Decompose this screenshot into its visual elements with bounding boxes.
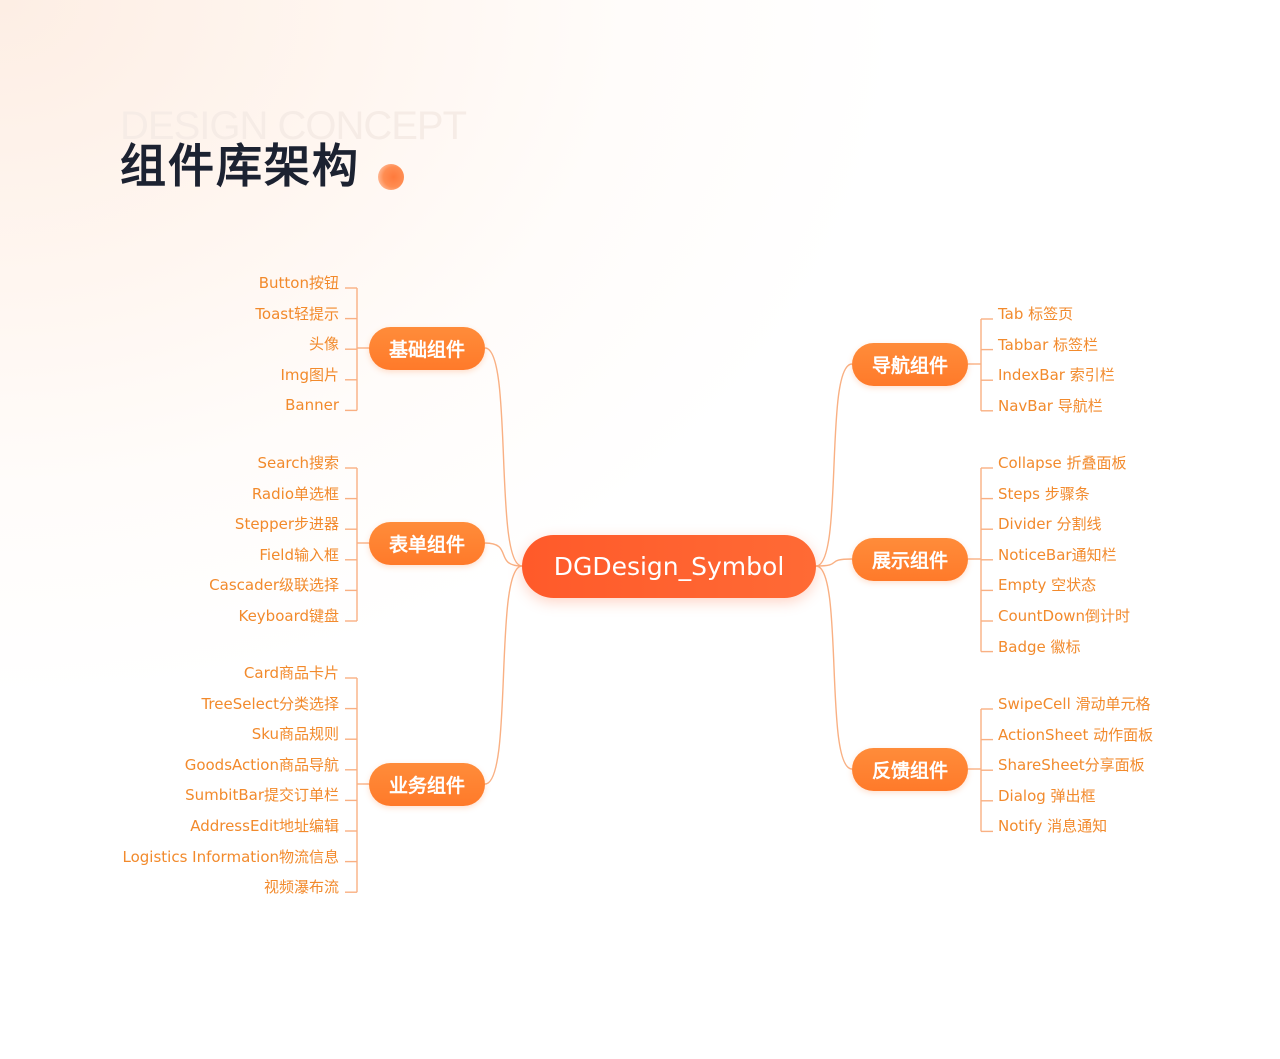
leaf-item[interactable]: Steps 步骤条 [998,484,1090,503]
leaf-item[interactable]: Empty 空状态 [998,576,1097,595]
leaf-item[interactable]: Divider 分割线 [998,515,1102,534]
trunk-connector [484,565,523,785]
branch-form[interactable]: 表单组件 [369,522,485,565]
leaf-item[interactable]: 头像 [308,335,339,354]
center-node[interactable]: DGDesign_Symbol [522,535,816,598]
leaf-item[interactable]: Notify 消息通知 [998,817,1108,836]
leaf-item[interactable]: ShareSheet分享面板 [998,756,1145,775]
leaf-item[interactable]: NoticeBar通知栏 [998,545,1117,564]
trunk-connector [484,542,523,567]
leaf-item[interactable]: IndexBar 索引栏 [998,366,1115,385]
leaf-item[interactable]: Tabbar 标签栏 [998,335,1099,354]
leaf-item[interactable]: Cascader级联选择 [209,576,339,595]
leaf-item[interactable]: GoodsAction商品导航 [184,755,339,774]
leaf-item[interactable]: 视频瀑布流 [263,878,339,897]
trunk-connector [484,347,523,567]
leaf-item[interactable]: ActionSheet 动作面板 [998,725,1154,744]
leaf-item[interactable]: TreeSelect分类选择 [201,694,339,713]
leaf-item[interactable]: Button按钮 [258,274,339,292]
leaf-item[interactable]: CountDown倒计时 [998,607,1131,625]
leaf-item[interactable]: Collapse 折叠面板 [998,454,1127,472]
trunk-connector [815,363,853,567]
page-title: 组件库架构 [120,139,360,193]
leaf-item[interactable]: Search搜索 [257,454,339,472]
trunk-connector [815,565,853,770]
leaf-item[interactable]: Card商品卡片 [243,664,339,682]
branch-display[interactable]: 展示组件 [852,538,968,581]
leaf-item[interactable]: Sku商品规则 [251,725,339,744]
leaf-item[interactable]: Dialog 弹出框 [998,786,1096,805]
branch-navigation[interactable]: 导航组件 [852,343,968,386]
leaf-item[interactable]: Toast轻提示 [255,304,339,323]
leaf-item[interactable]: Logistics Information物流信息 [122,847,339,866]
branch-business[interactable]: 业务组件 [369,763,485,806]
leaf-item[interactable]: SumbitBar提交订单栏 [185,786,339,805]
trunk-connector [815,558,853,567]
leaf-item[interactable]: SwipeCell 滑动单元格 [998,695,1151,713]
leaf-item[interactable]: Banner [285,396,339,415]
leaf-item[interactable]: NavBar 导航栏 [998,396,1103,415]
leaf-item[interactable]: Img图片 [280,365,339,384]
leaf-item[interactable]: Keyboard键盘 [238,607,339,625]
title-accent-dot [378,164,404,190]
leaf-item[interactable]: Field输入框 [259,545,339,564]
design-concept-watermark: DESIGN CONCEPT [120,104,467,148]
leaf-item[interactable]: Stepper步进器 [234,515,339,534]
leaf-item[interactable]: AddressEdit地址编辑 [190,817,339,835]
branch-basic[interactable]: 基础组件 [369,327,485,370]
leaf-item[interactable]: Radio单选框 [251,484,339,503]
branch-feedback[interactable]: 反馈组件 [852,748,968,791]
leaf-item[interactable]: Tab 标签页 [998,305,1074,323]
leaf-item[interactable]: Badge 徽标 [998,637,1081,656]
